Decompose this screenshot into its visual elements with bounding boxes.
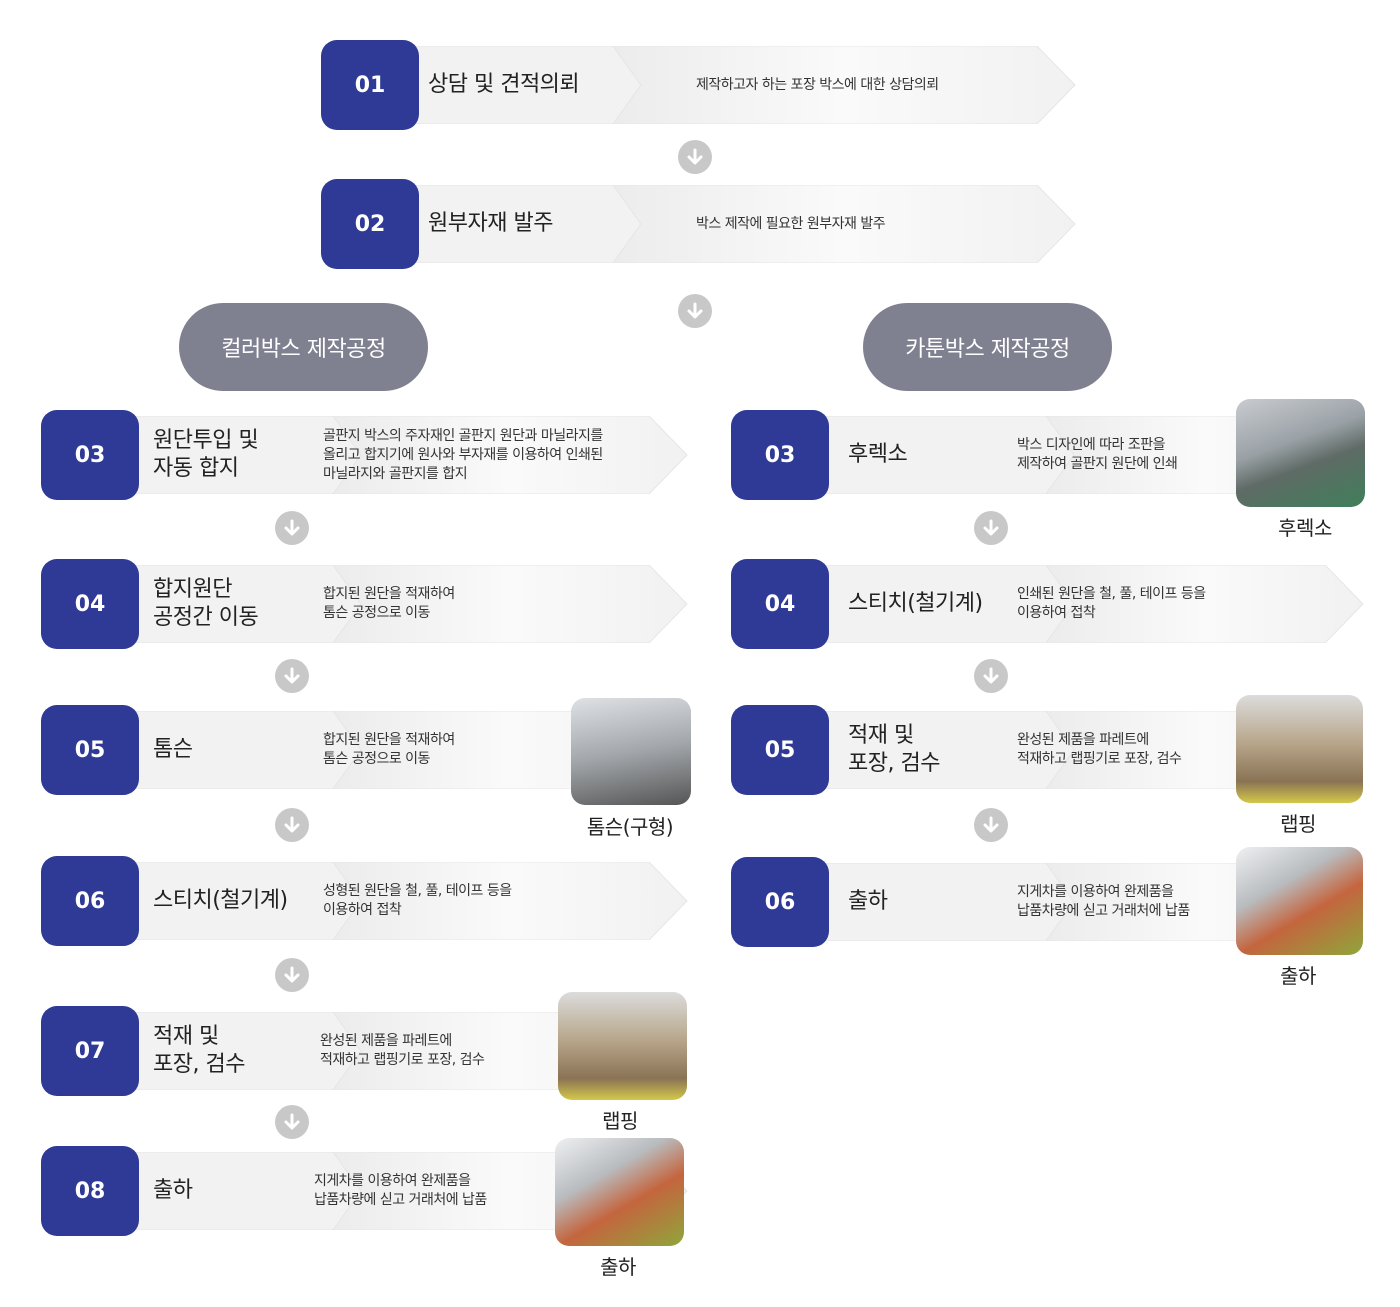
step-title: 스티치(철기계)	[848, 591, 983, 616]
step-number: 06	[731, 857, 829, 947]
step-title: 상담 및 견적의뢰	[428, 72, 580, 97]
step-number: 03	[731, 410, 829, 500]
step-color-6: 06 스티치(철기계) 성형된 원단을 철, 풀, 테이프 등을 이용하여 접착	[41, 856, 689, 946]
arrow-down-icon	[275, 659, 309, 693]
arrow-down-icon	[678, 294, 712, 328]
step-number: 06	[41, 856, 139, 946]
process-photo	[558, 992, 687, 1100]
step-description: 박스 제작에 필요한 원부자재 발주	[696, 215, 886, 232]
step-description: 지게차를 이용하여 완제품을 납품차량에 싣고 거래처에 납품	[1017, 884, 1190, 919]
step-description: 인쇄된 원단을 철, 풀, 테이프 등을 이용하여 접착	[1017, 586, 1206, 621]
pill-carton-box: 카툰박스 제작공정	[863, 303, 1112, 391]
step-description: 지게차를 이용하여 완제품을 납품차량에 싣고 거래처에 납품	[314, 1173, 487, 1208]
step-number: 04	[731, 559, 829, 649]
step-color-4: 04 합지원단 공정간 이동 합지된 원단을 적재하여 톰슨 공정으로 이동	[41, 559, 689, 649]
step-title: 스티치(철기계)	[153, 888, 288, 913]
step-band	[791, 565, 1365, 643]
step-title: 후렉소	[848, 442, 908, 467]
arrow-down-icon	[974, 659, 1008, 693]
step-title: 출하	[848, 889, 888, 914]
process-photo	[1236, 847, 1363, 955]
step-description: 성형된 원단을 철, 풀, 테이프 등을 이용하여 접착	[323, 883, 512, 918]
step-band	[381, 185, 1077, 263]
process-photo	[1236, 695, 1363, 803]
process-photo	[555, 1138, 684, 1246]
step-color-3: 03 원단투입 및 자동 합지 골판지 박스의 주자재인 골판지 원단과 마닐라…	[41, 410, 689, 500]
step-number: 04	[41, 559, 139, 649]
process-photo	[571, 698, 691, 805]
photo-caption: 출하	[600, 1255, 636, 1279]
step-carton-4: 04 스티치(철기계) 인쇄된 원단을 철, 풀, 테이프 등을 이용하여 접착	[731, 559, 1365, 649]
arrow-down-icon	[275, 1105, 309, 1139]
step-title: 적재 및 포장, 검수	[153, 1024, 245, 1077]
photo-caption: 출하	[1280, 964, 1316, 988]
step-number: 08	[41, 1146, 139, 1236]
step-description: 완성된 제품을 파레트에 적재하고 랩핑기로 포장, 검수	[320, 1033, 485, 1068]
step-title: 원부자재 발주	[428, 211, 553, 236]
step-title: 톰슨	[153, 737, 193, 762]
arrow-down-icon	[974, 808, 1008, 842]
arrow-down-icon	[678, 140, 712, 174]
step-band	[101, 416, 689, 494]
step-band	[101, 565, 689, 643]
step-number: 01	[321, 40, 419, 130]
step-band	[381, 46, 1077, 124]
step-description: 합지된 원단을 적재하여 톰슨 공정으로 이동	[323, 586, 455, 621]
step-number: 02	[321, 179, 419, 269]
process-photo	[1236, 399, 1365, 507]
arrow-down-icon	[275, 511, 309, 545]
step-description: 완성된 제품을 파레트에 적재하고 랩핑기로 포장, 검수	[1017, 732, 1182, 767]
step-02: 02 원부자재 발주 박스 제작에 필요한 원부자재 발주	[321, 179, 1077, 269]
step-number: 05	[41, 705, 139, 795]
step-description: 제작하고자 하는 포장 박스에 대한 상담의뢰	[696, 76, 939, 93]
photo-caption: 랩핑	[1280, 812, 1316, 836]
arrow-down-icon	[275, 958, 309, 992]
photo-caption: 랩핑	[602, 1109, 638, 1133]
step-title: 출하	[153, 1178, 193, 1203]
photo-caption: 후렉소	[1278, 516, 1332, 540]
step-01: 01 상담 및 견적의뢰 제작하고자 하는 포장 박스에 대한 상담의뢰	[321, 40, 1077, 130]
step-title: 합지원단 공정간 이동	[153, 577, 259, 630]
step-title: 원단투입 및 자동 합지	[153, 428, 259, 481]
step-number: 07	[41, 1006, 139, 1096]
step-title: 적재 및 포장, 검수	[848, 723, 940, 776]
step-band	[101, 862, 689, 940]
photo-caption: 톰슨(구형)	[586, 815, 674, 839]
step-number: 03	[41, 410, 139, 500]
step-description: 합지된 원단을 적재하여 톰슨 공정으로 이동	[323, 732, 455, 767]
pill-color-box: 컬러박스 제작공정	[179, 303, 428, 391]
arrow-down-icon	[974, 511, 1008, 545]
step-description: 박스 디자인에 따라 조판을 제작하여 골판지 원단에 인쇄	[1017, 437, 1178, 472]
arrow-down-icon	[275, 808, 309, 842]
step-number: 05	[731, 705, 829, 795]
step-description: 골판지 박스의 주자재인 골판지 원단과 마닐라지를 올리고 합지기에 원사와 …	[323, 427, 603, 482]
